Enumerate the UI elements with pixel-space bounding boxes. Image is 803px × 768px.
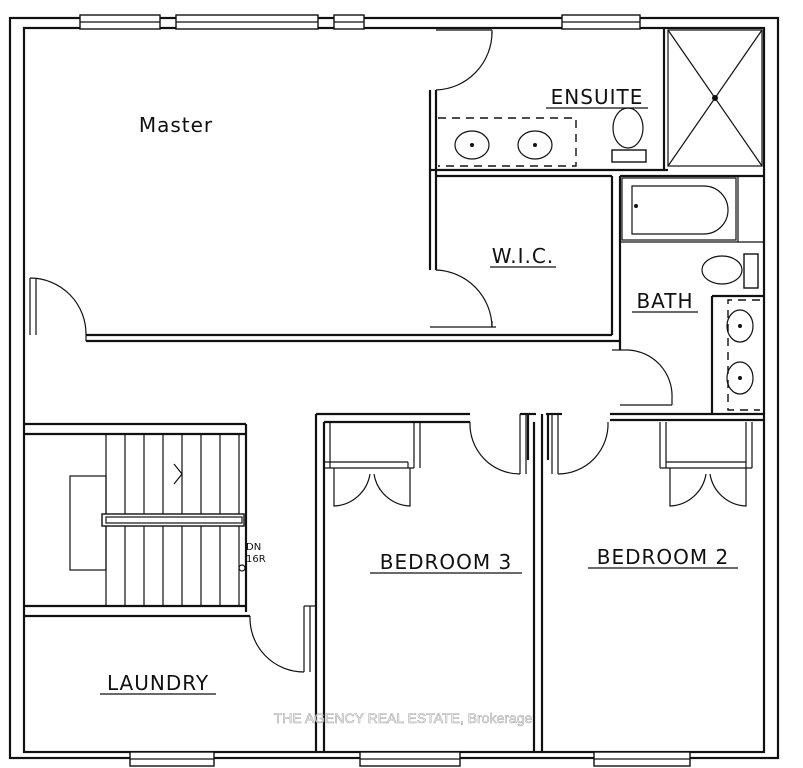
windows [79,14,691,767]
room-label-ensuite: ENSUITE [551,85,644,109]
doors [29,30,747,673]
interior-walls [24,27,764,752]
room-labels: Master ENSUITE W.I.C. BATH BEDROOM 3 BED… [100,85,738,695]
watermark: THE AGENCY REAL ESTATE, Brokerage [274,710,533,726]
staircase [69,434,246,606]
room-label-laundry: LAUNDRY [107,671,209,695]
exterior-walls [8,16,780,760]
ensuite-fixtures [438,29,763,167]
room-label-bedroom-2: BEDROOM 2 [597,545,729,569]
room-label-bedroom-3: BEDROOM 3 [380,550,512,574]
stair-direction-label: DN [246,542,261,553]
room-label-master: Master [139,113,213,137]
room-label-bath: BATH [636,289,693,313]
stair-risers-label: 16R [246,554,266,565]
bath-fixtures [621,176,760,411]
room-label-wic: W.I.C. [492,244,554,268]
